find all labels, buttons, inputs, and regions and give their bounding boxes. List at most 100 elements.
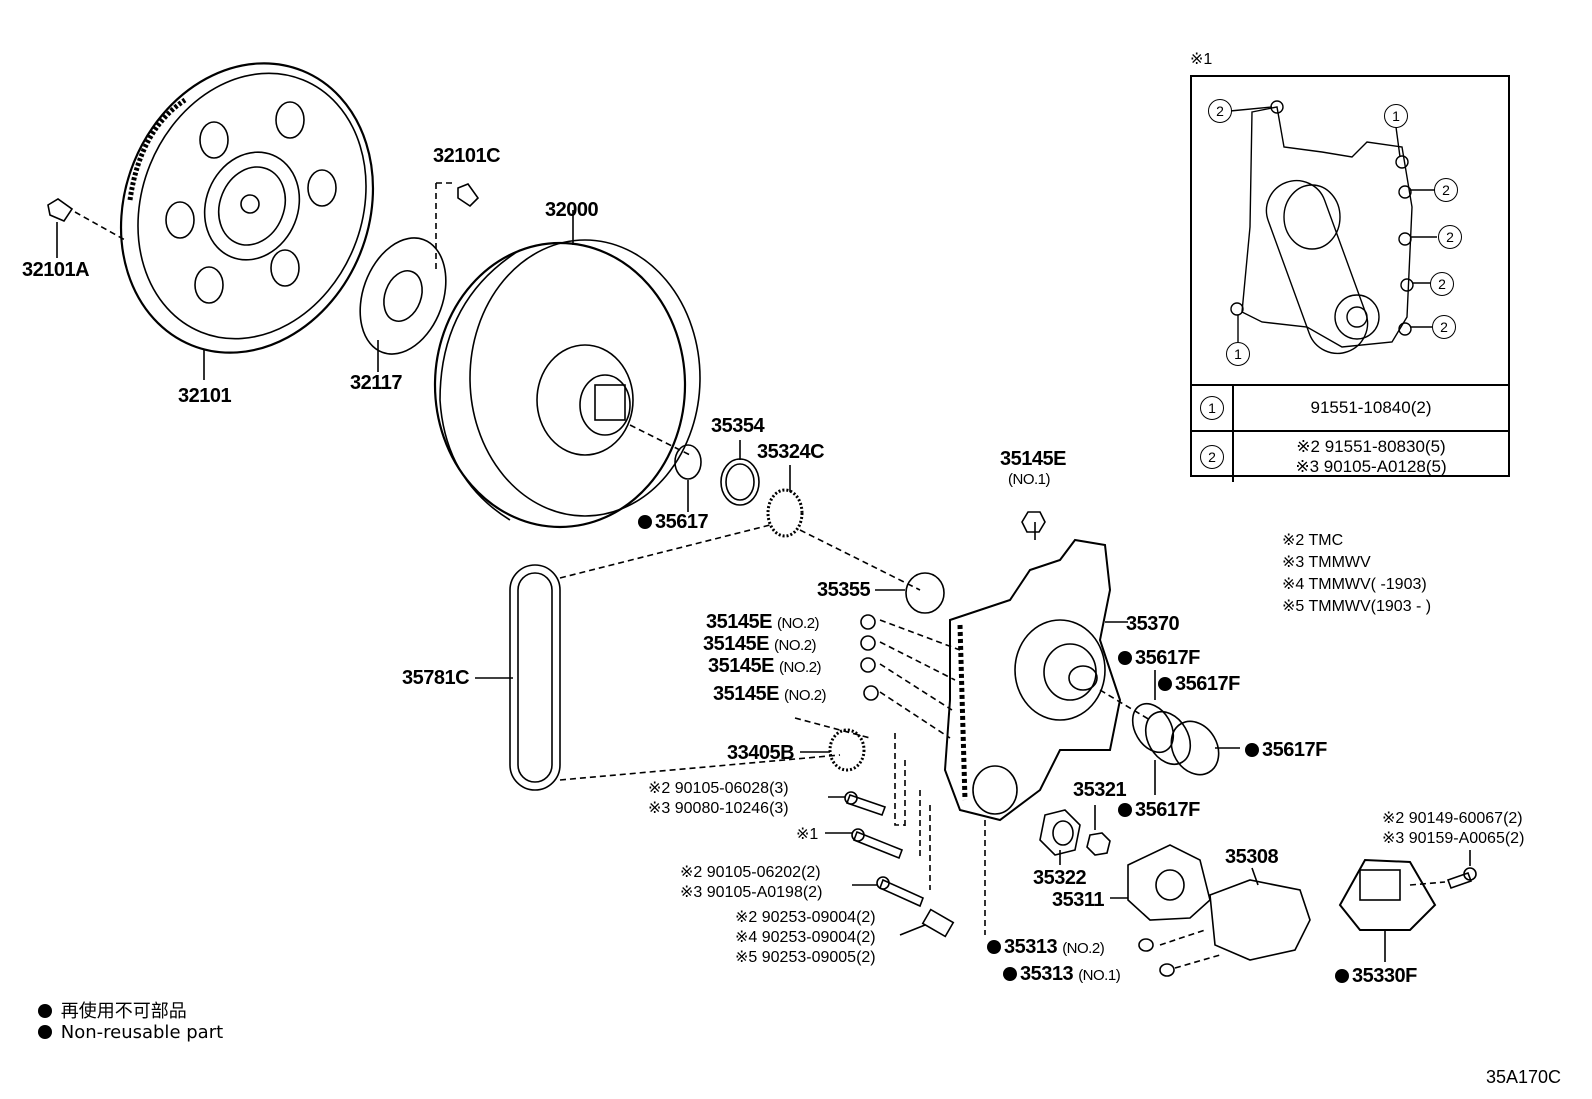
note-line: ※5 TMMWV(1903 - ): [1282, 598, 1432, 615]
part-label: 35617F: [1175, 673, 1240, 695]
ref-strainer-bolt[interactable]: ※2 90149-60067(2) ※3 90159-A0065(2): [1382, 809, 1524, 849]
callout-1: 1: [1226, 342, 1250, 366]
callout-2: 2: [1430, 272, 1454, 296]
qualifier: (NO.1): [1078, 967, 1121, 984]
flexplate-drawing: [119, 62, 375, 354]
ref-line: ※2 90149-60067(2): [1382, 810, 1523, 827]
note-line: ※3 TMMWV: [1282, 554, 1371, 571]
part-35617F-b[interactable]: 35617F: [1158, 674, 1240, 694]
ref-line: ※3 90105-A0198(2): [680, 884, 823, 901]
part-33405B[interactable]: 33405B: [727, 742, 795, 764]
callout-2: 2: [1200, 445, 1224, 469]
part-32101[interactable]: 32101: [178, 385, 232, 407]
part-label: 35617F: [1135, 647, 1200, 669]
qualifier: (NO.2): [777, 615, 820, 632]
part-label: 35145E: [706, 611, 772, 633]
part-35324C[interactable]: 35324C: [757, 441, 825, 463]
oil-pump-body-drawing: [943, 538, 1122, 822]
callout-2: 2: [1208, 99, 1232, 123]
ref-line: ※3 90159-A0065(2): [1382, 830, 1525, 847]
non-reusable-dot: [1118, 803, 1132, 817]
part-35330F[interactable]: 35330F: [1335, 966, 1417, 986]
non-reusable-dot: [987, 940, 1001, 954]
table-row: 2 ※2 91551-80830(5)※3 90105-A0128(5): [1192, 430, 1508, 482]
part-label: 35330F: [1352, 965, 1417, 987]
ref-line: ※2 91551-80830(5): [1296, 437, 1446, 456]
inset-panel: 2 1 2 2 2 2 1 1 91551-10840(2) 2 ※2 9155…: [1190, 75, 1510, 482]
qualifier: (NO.2): [774, 637, 817, 654]
ref-line: ※4 90253-09004(2): [735, 929, 876, 946]
part-35355[interactable]: 35355: [817, 579, 871, 601]
part-label: 35313: [1004, 936, 1058, 958]
non-reusable-dot: [1335, 969, 1349, 983]
part-35313-no2[interactable]: 35313 (NO.2): [987, 936, 1105, 958]
part-35145E-no2-b[interactable]: 35145E (NO.2): [703, 633, 817, 655]
ref-line: ※3 90105-A0128(5): [1295, 457, 1447, 476]
part-35617[interactable]: 35617: [638, 511, 709, 533]
part-35308[interactable]: 35308: [1225, 846, 1279, 868]
part-35145E-no2-c[interactable]: 35145E (NO.2): [708, 655, 822, 677]
legend-text: 再使用不可部品: [60, 1001, 187, 1022]
part-label: 35617F: [1262, 739, 1327, 761]
ref-pin-group[interactable]: ※2 90253-09004(2) ※4 90253-09004(2) ※5 902…: [735, 908, 876, 968]
legend-text: Non-reusable part: [60, 1022, 224, 1043]
inset-title: ※1: [1190, 51, 1213, 68]
diagram-code: 35A170C: [1486, 1067, 1562, 1087]
part-35145E-no2-a[interactable]: 35145E (NO.2): [706, 611, 820, 633]
legend-en: Non-reusable part: [38, 1022, 223, 1043]
part-35617F-d[interactable]: 35617F: [1118, 800, 1200, 820]
part-35617F-c[interactable]: 35617F: [1245, 740, 1327, 760]
callout-2: 2: [1434, 178, 1458, 202]
part-35617-label: 35617: [655, 511, 709, 533]
callout-1: 1: [1384, 104, 1408, 128]
table-cell[interactable]: ※2 91551-80830(5)※3 90105-A0128(5): [1233, 430, 1508, 482]
note-line: ※4 TMMWV( -1903): [1282, 576, 1427, 593]
non-reusable-dot: [1158, 677, 1172, 691]
part-35321[interactable]: 35321: [1073, 779, 1127, 801]
part-35145E-no1[interactable]: 35145E: [1000, 448, 1066, 470]
part-35617F-a[interactable]: 35617F: [1118, 648, 1200, 668]
part-35781C[interactable]: 35781C: [402, 667, 470, 689]
table-cell: 2: [1192, 430, 1234, 482]
ref-bolt-group-1[interactable]: ※2 90105-06028(3) ※3 90080-10246(3): [648, 779, 789, 819]
ref-bolt-group-2[interactable]: ※2 90105-06202(2) ※3 90105-A0198(2): [680, 863, 822, 903]
part-32000[interactable]: 32000: [545, 199, 599, 221]
part-32117[interactable]: 32117: [350, 372, 403, 394]
part-label: 35617F: [1135, 799, 1200, 821]
part-35311[interactable]: 35311: [1052, 889, 1105, 911]
ref-line: ※2 90105-06202(2): [680, 864, 821, 881]
non-reusable-dot: [1245, 743, 1259, 757]
part-label: 35145E: [703, 633, 769, 655]
torque-converter-drawing: [433, 210, 701, 529]
part-label: 35145E: [708, 655, 774, 677]
part-label: 35313: [1020, 963, 1074, 985]
non-reusable-dot: [38, 1025, 52, 1039]
ref-bolt-inset[interactable]: ※1: [796, 826, 819, 843]
inset-table: 1 91551-10840(2) 2 ※2 91551-80830(5)※3 9…: [1192, 384, 1508, 482]
part-35354[interactable]: 35354: [711, 415, 765, 437]
table-cell[interactable]: 91551-10840(2): [1233, 384, 1508, 431]
non-reusable-dot: [638, 515, 652, 529]
callout-1: 1: [1200, 396, 1224, 420]
ref-line: ※3 90080-10246(3): [648, 800, 789, 817]
part-35370[interactable]: 35370: [1126, 613, 1180, 635]
qualifier: (NO.2): [1062, 940, 1105, 957]
ref-line: ※2 90253-09004(2): [735, 909, 876, 926]
part-label: 35145E: [713, 683, 779, 705]
non-reusable-dot: [1118, 651, 1132, 665]
table-cell: 1: [1192, 384, 1234, 431]
part-35313-no1[interactable]: 35313 (NO.1): [1003, 963, 1121, 985]
part-35145E-no2-d[interactable]: 35145E (NO.2): [713, 683, 827, 705]
note-line: ※2 TMC: [1282, 532, 1344, 549]
part-35322[interactable]: 35322: [1033, 867, 1087, 889]
part-35145E-no1-qualifier: (NO.1): [1008, 471, 1051, 488]
part-32101C[interactable]: 32101C: [433, 145, 501, 167]
non-reusable-dot: [1003, 967, 1017, 981]
callout-2: 2: [1432, 315, 1456, 339]
qualifier: (NO.2): [779, 659, 822, 676]
variant-notes: ※2 TMC ※3 TMMWV ※4 TMMWV( -1903) ※5 TMMW…: [1282, 530, 1431, 618]
ref-line: ※2 90105-06028(3): [648, 780, 789, 797]
ref-line: ※5 90253-09005(2): [735, 949, 876, 966]
part-32101A[interactable]: 32101A: [22, 259, 90, 281]
